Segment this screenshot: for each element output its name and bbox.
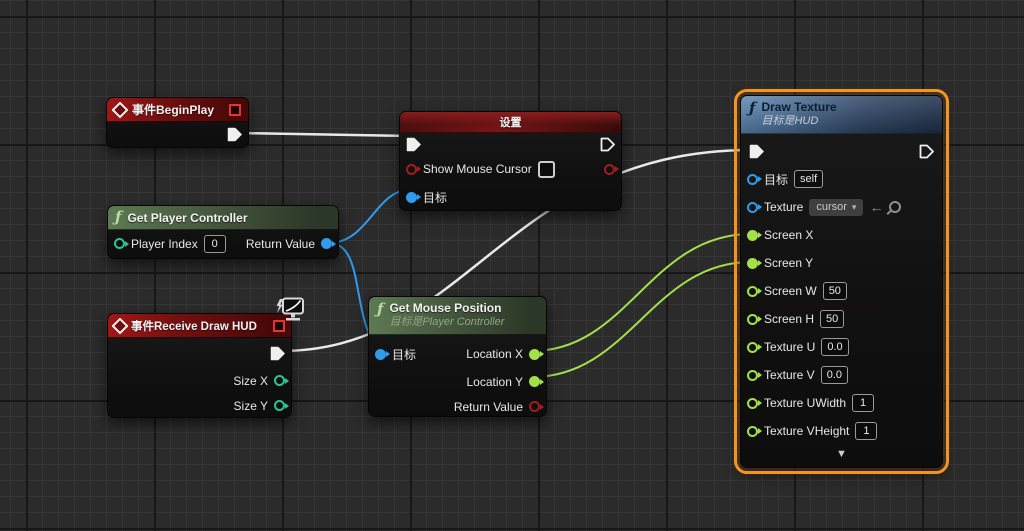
receive-draw-hud-header: 事件Receive Draw HUD [108, 314, 291, 338]
node-title: Get Mouse Position [389, 301, 502, 315]
pin-label: Texture U [764, 340, 816, 354]
event-icon [111, 317, 129, 334]
pin-label: 目标 [764, 172, 789, 187]
texture-uwidth-pin[interactable] [747, 397, 758, 409]
texture-asset-dropdown[interactable]: cursor ▾ [809, 198, 864, 216]
texture-u-input[interactable]: 0.0 [821, 338, 849, 356]
pin-label: 目标 [423, 190, 448, 205]
pin-label: Texture UWidth [764, 396, 847, 410]
pin-label: Location Y [466, 374, 524, 389]
texture-asset-value: cursor [816, 200, 847, 213]
exec-out-pin[interactable] [919, 144, 934, 159]
node-title: 设置 [499, 117, 522, 129]
pin-label: Screen W [764, 284, 817, 298]
chevron-down-icon: ▾ [851, 201, 857, 212]
pin-label: 目标 [392, 347, 417, 362]
set-header: 设置 [400, 112, 621, 133]
get-player-controller-header: ƒ Get Player Controller [108, 206, 338, 230]
pin-label: Texture VHeight [764, 424, 850, 438]
target-pin[interactable] [406, 191, 417, 203]
wire-locationy-screeny [531, 261, 752, 378]
get-mouse-position-header: ƒ Get Mouse Position 目标是Player Controlle… [369, 297, 546, 335]
delegate-pin[interactable] [229, 103, 241, 116]
function-icon: ƒ [749, 99, 756, 117]
screen-y-pin[interactable] [747, 257, 758, 269]
exec-out-pin[interactable] [227, 127, 242, 142]
texture-u-pin[interactable] [747, 341, 758, 353]
pin-label: Screen X [764, 228, 814, 242]
node-title: 事件Receive Draw HUD [131, 320, 257, 333]
size-y-pin[interactable] [274, 400, 285, 411]
texture-pin[interactable] [747, 201, 758, 213]
pin-label: Texture V [764, 368, 815, 382]
node-expand-arrow[interactable]: ▼ [836, 448, 847, 460]
texture-vheight-pin[interactable] [747, 425, 758, 437]
show-mouse-cursor-checkbox[interactable] [537, 160, 555, 178]
location-y-pin[interactable] [529, 376, 540, 387]
wire-controller-set-target [328, 189, 410, 244]
browse-asset-icon[interactable] [889, 201, 902, 213]
exec-out-pin[interactable] [270, 346, 285, 361]
target-pin[interactable] [375, 348, 386, 360]
pin-label: Screen H [764, 312, 815, 326]
wire-exec-beginplay-set [235, 131, 415, 138]
player-index-input[interactable]: 0 [203, 234, 226, 253]
exec-in-pin[interactable] [749, 144, 764, 159]
node-get-player-controller[interactable]: ƒ Get Player Controller Player Index 0 R… [107, 205, 339, 259]
function-icon: ƒ [115, 208, 122, 226]
node-set-show-mouse-cursor[interactable]: 设置 Show Mouse Cursor 目标 [399, 111, 622, 211]
screen-h-pin[interactable] [747, 313, 758, 325]
function-icon: ƒ [377, 300, 384, 318]
target-value-box[interactable]: self [794, 170, 824, 188]
return-value-pin[interactable] [529, 401, 540, 412]
show-mouse-cursor-out-pin[interactable] [604, 163, 615, 175]
node-subtitle: 目标是Player Controller [389, 316, 505, 328]
show-mouse-cursor-in-pin[interactable] [406, 163, 417, 175]
pin-label: Screen Y [764, 256, 814, 270]
pin-label: Location X [466, 347, 523, 361]
wire-locationx-screenx [531, 233, 752, 352]
player-index-pin[interactable] [114, 238, 125, 249]
exec-out-pin[interactable] [600, 137, 615, 152]
screen-x-pin[interactable] [747, 229, 758, 241]
event-icon [111, 101, 129, 118]
texture-v-input[interactable]: 0.0 [820, 366, 848, 384]
texture-vheight-input[interactable]: 1 [855, 422, 878, 440]
use-selected-asset-icon[interactable]: ← [869, 199, 884, 215]
pin-label: Return Value [453, 399, 523, 414]
event-beginplay-header: 事件BeginPlay [107, 98, 248, 122]
node-get-mouse-position[interactable]: ƒ Get Mouse Position 目标是Player Controlle… [368, 296, 547, 417]
return-value-pin[interactable] [321, 238, 332, 249]
pin-label: Return Value [245, 236, 315, 251]
node-title: Draw Texture [761, 100, 837, 114]
texture-uwidth-input[interactable]: 1 [852, 394, 875, 412]
pin-label: Player Index [131, 236, 198, 251]
location-x-pin[interactable] [529, 348, 540, 360]
pin-label: Size X [233, 373, 268, 388]
node-title: 事件BeginPlay [132, 103, 215, 117]
draw-texture-header: ƒ Draw Texture 目标是HUD [741, 96, 942, 134]
screen-w-input[interactable]: 50 [822, 282, 847, 300]
screen-h-input[interactable]: 50 [820, 310, 845, 328]
node-event-beginplay[interactable]: 事件BeginPlay [106, 97, 249, 148]
node-draw-texture[interactable]: ƒ Draw Texture 目标是HUD 目标 self Texture cu… [734, 89, 949, 474]
client-monitor-icon [273, 297, 305, 328]
pin-label: Size Y [233, 398, 268, 413]
exec-in-pin[interactable] [406, 137, 421, 152]
pin-label: Texture [764, 200, 804, 214]
texture-v-pin[interactable] [747, 369, 758, 381]
pin-label: Show Mouse Cursor [423, 162, 532, 176]
size-x-pin[interactable] [274, 375, 285, 386]
node-event-receive-draw-hud[interactable]: 事件Receive Draw HUD Size X Size Y [107, 297, 304, 418]
screen-w-pin[interactable] [747, 285, 758, 297]
node-title: Get Player Controller [127, 210, 248, 225]
target-pin[interactable] [747, 173, 758, 185]
node-subtitle: 目标是HUD [761, 115, 819, 127]
